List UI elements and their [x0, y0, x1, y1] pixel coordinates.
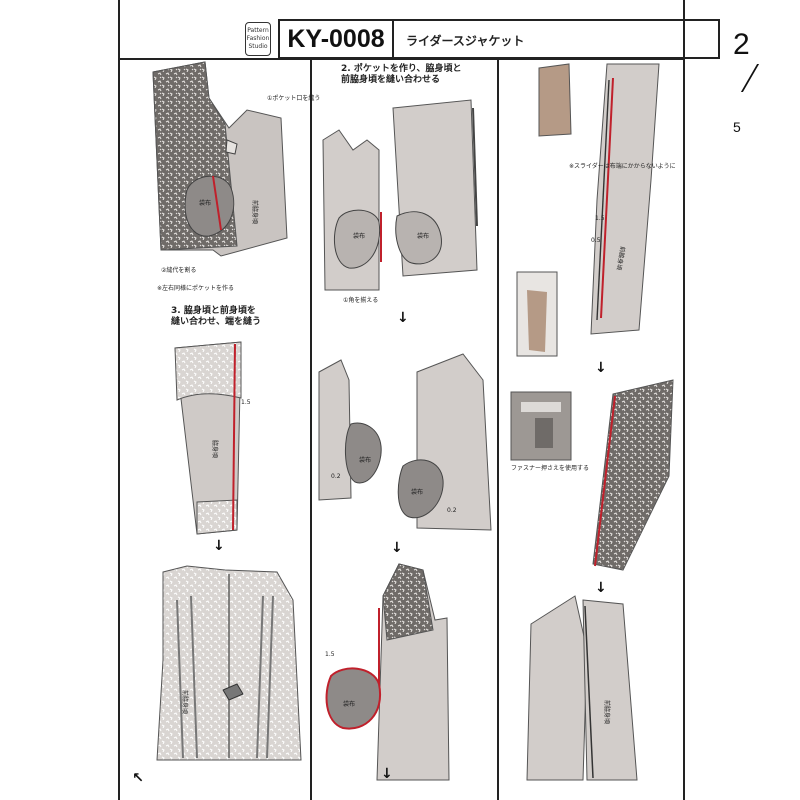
svg-text:※スライダーは布端にかからないように: ※スライダーは布端にかからないように: [569, 162, 676, 170]
right-fastener-top: ※スライダーは布端にかからないように 前脇身頃 1.5 0.5: [516, 63, 676, 357]
left-note-pocket-mouth: ①ポケット口を縫う: [267, 94, 320, 102]
brand-logo: Pattern Fashion Studio: [245, 22, 271, 56]
diagram-layer: 袋布 前脇身頃 ※左右同様にポケットを作る ②縫代を割る ①ポケット口を縫う 脇…: [152, 61, 676, 781]
left-front-piece-1: 袋布 前脇身頃: [152, 61, 288, 257]
svg-text:袋布: 袋布: [411, 488, 423, 496]
left-border: [118, 0, 120, 800]
svg-text:1.5: 1.5: [241, 399, 251, 406]
arrow-down-right-1: ↓: [595, 360, 607, 376]
column-divider-right: [497, 58, 499, 800]
svg-text:ファスナー押さえを使用する: ファスナー押さえを使用する: [511, 464, 589, 472]
left-assembled-front: 前脇身頃: [156, 565, 302, 761]
svg-text:袋布: 袋布: [359, 456, 371, 464]
svg-text:0.2: 0.2: [447, 507, 457, 514]
svg-text:0.2: 0.2: [331, 473, 341, 480]
svg-text:①角を揃える: ①角を揃える: [343, 296, 378, 304]
left-note-pocket-both: ※左右同様にポケットを作る: [157, 284, 234, 292]
svg-text:前脇身頃: 前脇身頃: [603, 700, 611, 724]
arrow-down-mid-1: ↓: [397, 310, 409, 326]
header: Pattern Fashion Studio KY-0008 ライダースジャケッ…: [117, 8, 760, 135]
right-border: [683, 0, 685, 800]
svg-text:前脇身頃: 前脇身頃: [181, 690, 189, 714]
left-note-seam: ②縫代を割る: [161, 266, 196, 274]
arrow-down-mid-2: ↓: [391, 540, 403, 556]
arrow-down-left-1: ↓: [213, 538, 225, 554]
svg-text:袋布: 袋布: [353, 232, 365, 240]
mid-assembled-piece: 袋布 1.5: [325, 563, 450, 781]
svg-text:1.5: 1.5: [325, 651, 335, 658]
svg-text:1.5: 1.5: [595, 215, 605, 222]
svg-text:0.5: 0.5: [591, 237, 601, 244]
arrow-down-right-2: ↓: [595, 580, 607, 596]
mid-pieces-step2b: 袋布 袋布 0.2 0.2: [318, 353, 492, 531]
svg-text:袋布: 袋布: [199, 199, 211, 207]
svg-text:袋布: 袋布: [417, 232, 429, 240]
pattern-sheet: Pattern Fashion Studio KY-0008 ライダースジャケッ…: [117, 0, 760, 800]
arrow-down-mid-3: ↓: [381, 766, 393, 782]
header-bottom-rule: [118, 58, 684, 60]
svg-text:前脇身頃: 前脇身頃: [251, 200, 259, 224]
step-2-heading: 2. ポケットを作り、脇身頃と 前脇身頃を縫い合わせる: [341, 64, 462, 85]
page-number: 25: [726, 28, 760, 135]
step-3-heading: 3. 脇身頃と前身頃を 縫い合わせ、端を縫う: [171, 306, 262, 327]
column-divider-left: [310, 58, 312, 800]
svg-text:袋布: 袋布: [343, 700, 355, 708]
mid-pieces-step2: 袋布 袋布 ①角を揃える: [322, 99, 478, 304]
left-side-panel: 脇身頃 1.5: [174, 341, 251, 535]
right-fastener-sewing: ファスナー押さえを使用する: [510, 379, 674, 571]
svg-text:脇身頃: 脇身頃: [211, 440, 219, 458]
right-assembled-piece: 前脇身頃: [526, 595, 638, 781]
